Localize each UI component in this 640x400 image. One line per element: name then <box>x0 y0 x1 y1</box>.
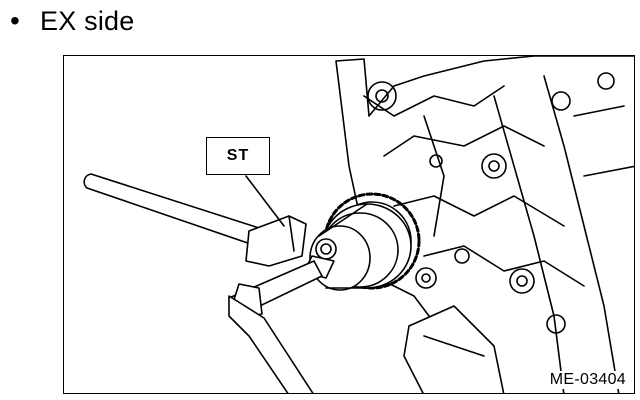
block-rib-8 <box>583 165 634 177</box>
boss-1 <box>367 81 397 111</box>
boss-4 <box>551 91 571 111</box>
boss-7 <box>546 314 566 334</box>
tool-head <box>245 215 307 267</box>
boss-9 <box>454 248 470 264</box>
boss-1-inner <box>375 89 389 103</box>
block-rib-4 <box>423 245 585 287</box>
block-rib-5 <box>493 95 565 393</box>
wrench-lower <box>228 295 314 393</box>
bullet-heading: • EX side <box>10 2 134 40</box>
pulley-bolt-inner <box>320 243 332 255</box>
boss-6 <box>509 268 535 294</box>
tool-bar <box>83 173 285 254</box>
figure-id: ME-03404 <box>549 371 626 389</box>
boss-5 <box>597 72 615 90</box>
boss-3 <box>429 154 443 168</box>
boss-8 <box>415 267 437 289</box>
pulley-edge <box>318 203 368 237</box>
heading-text: EX side <box>40 5 135 36</box>
boss-2 <box>481 153 507 179</box>
boss-2-inner <box>488 160 500 172</box>
engine-drawing <box>83 56 634 393</box>
block-rib-6 <box>543 75 620 393</box>
bullet-dot-icon: • <box>10 5 20 36</box>
lower-housing <box>403 305 505 393</box>
boss-6-inner <box>516 275 528 287</box>
lower-housing-line <box>423 335 485 357</box>
callout-st: ST <box>206 137 270 175</box>
boss-8-inner <box>421 273 431 283</box>
block-rib-7 <box>573 105 625 117</box>
callout-leader <box>245 175 285 227</box>
technical-illustration: ST ME-03404 <box>63 55 635 394</box>
tool-head-line <box>288 215 295 252</box>
block-rib-9 <box>423 115 445 237</box>
block-rib-3 <box>393 195 565 227</box>
block-rib-2 <box>383 125 545 157</box>
pulley-bolt <box>315 238 337 260</box>
